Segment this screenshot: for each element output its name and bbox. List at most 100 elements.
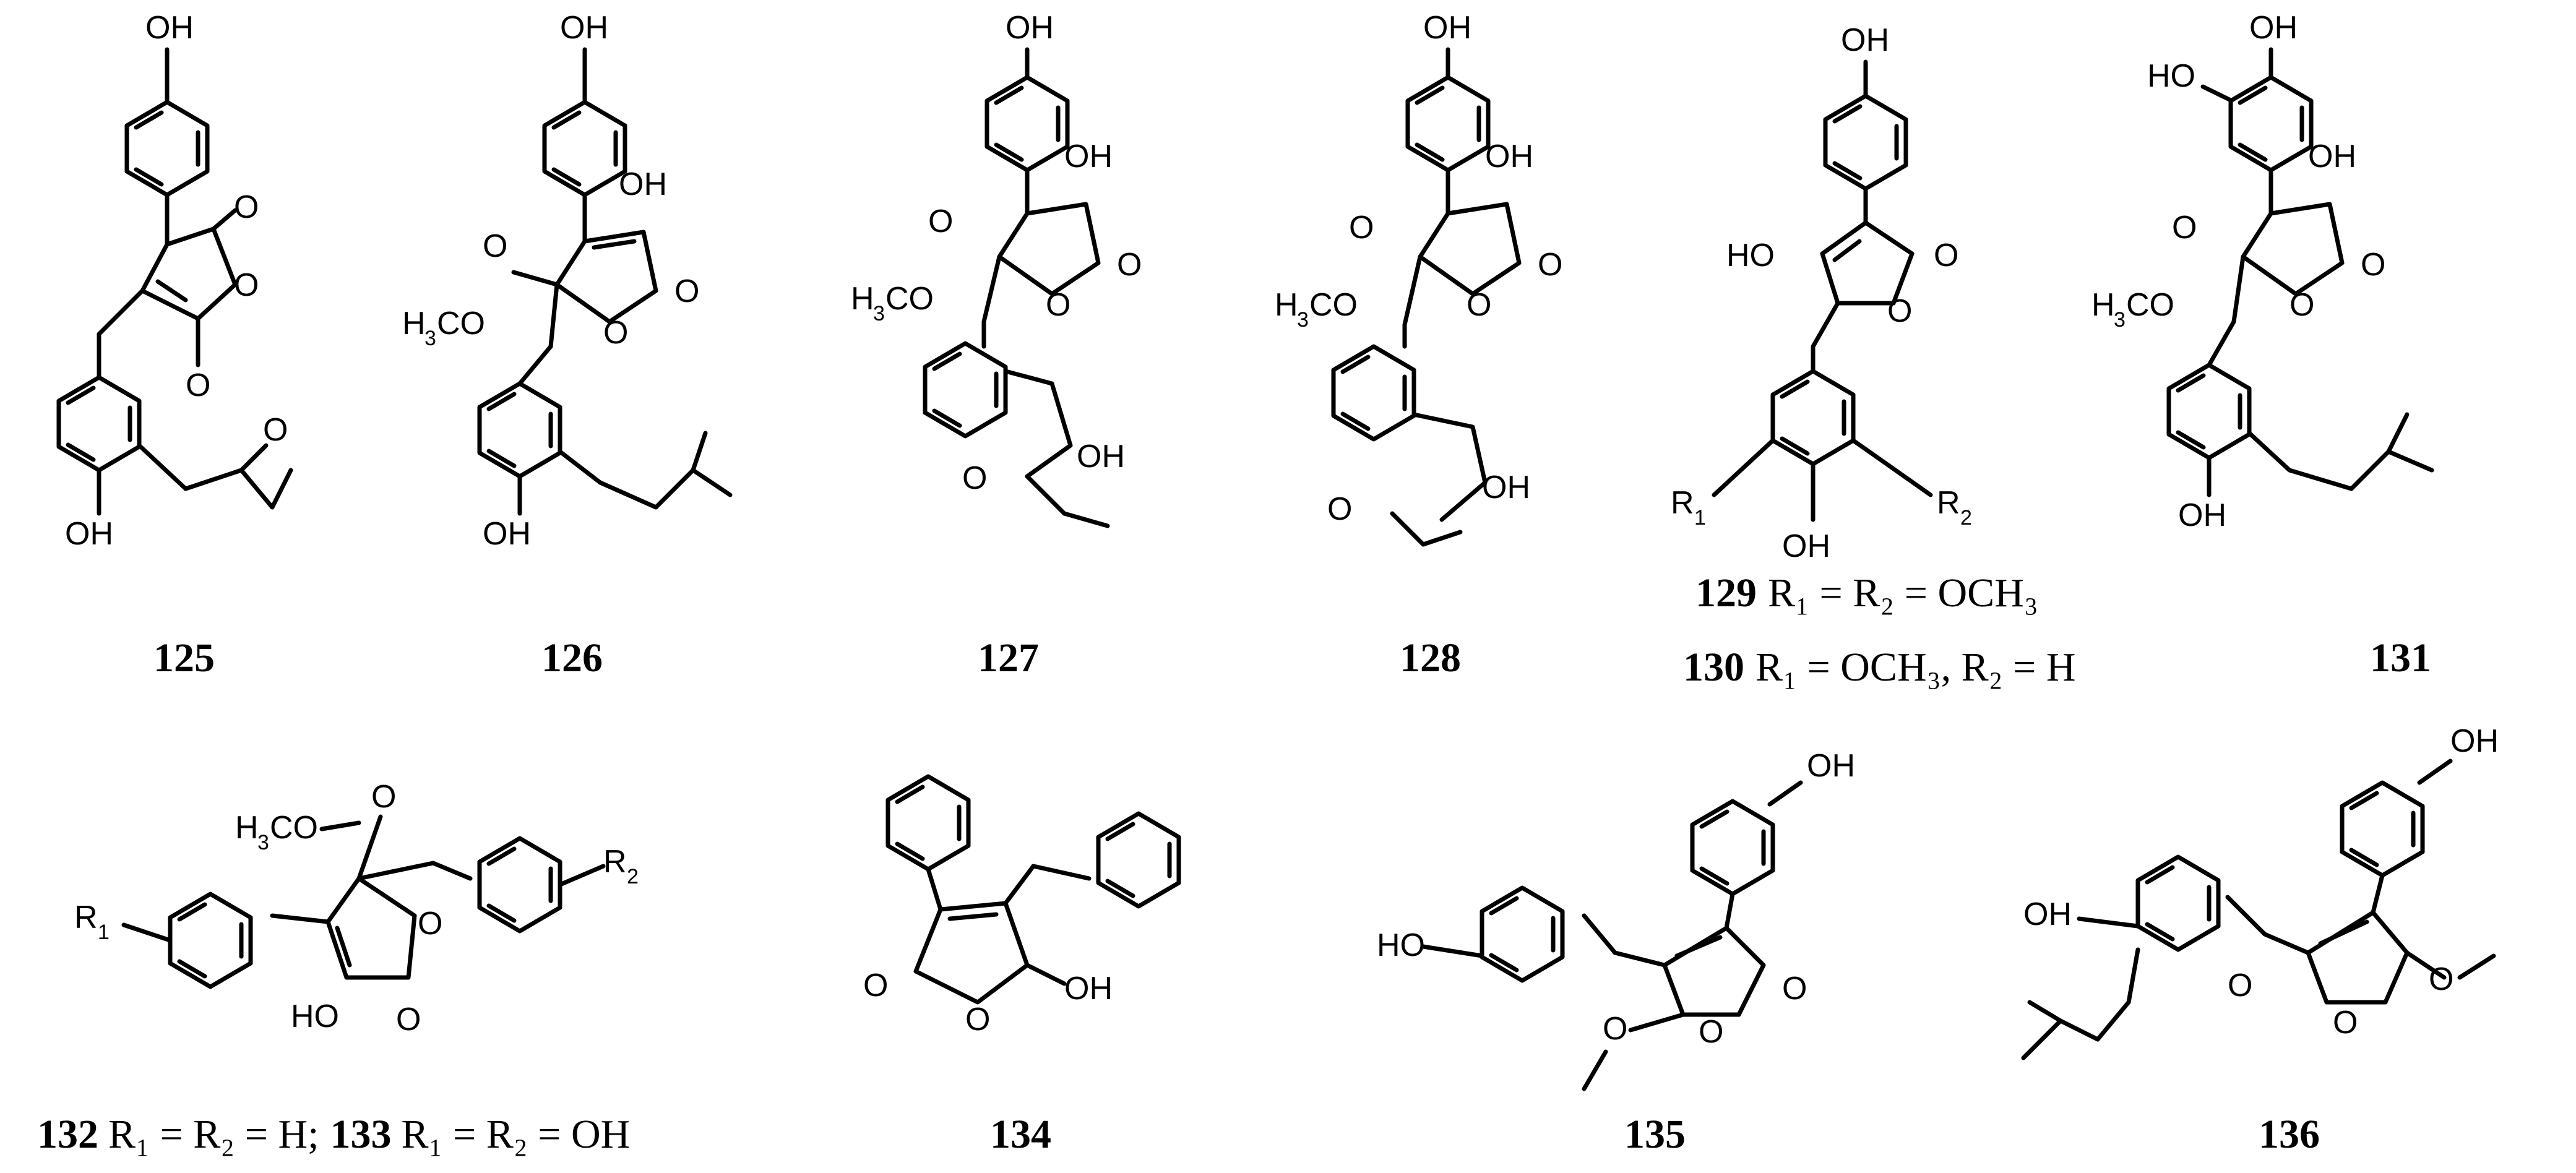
- atom-r2: R: [1937, 485, 1960, 521]
- atom-oh: OH: [483, 516, 531, 552]
- atom-o: O: [928, 204, 953, 239]
- caption-129: 129 R₁ = R₂ = OCH₃: [1695, 570, 2038, 616]
- compound-id: 130: [1683, 645, 1744, 690]
- atom-oh: OH: [2023, 896, 2072, 932]
- atom-oh: OH: [560, 10, 608, 46]
- atom-oh: OH: [1064, 971, 1113, 1007]
- atom-oh: OH: [1006, 10, 1054, 46]
- compound-id: 126: [541, 635, 603, 681]
- atom-o: O: [2172, 210, 2197, 246]
- h3co-h: H: [851, 281, 874, 317]
- atom-oh: OH: [1485, 139, 1533, 174]
- atom-o: O: [2290, 287, 2314, 323]
- atom-o: O: [396, 1002, 421, 1038]
- substituent-text: R₁ = R₂ = OH: [402, 1112, 631, 1157]
- h3co-3: 3: [257, 831, 269, 854]
- compound-126: OH OH O O O H 3 CO OH 126: [402, 10, 733, 681]
- substituent-text: R₁ = R₂ = OCH₃: [1768, 570, 2038, 616]
- atom-oh: OH: [2450, 723, 2499, 759]
- atom-r2: R: [603, 844, 627, 880]
- atom-oh: OH: [1482, 470, 1530, 505]
- atom-o: O: [1349, 210, 1374, 246]
- atom-o: O: [234, 189, 259, 225]
- compound-127: OH OH O O O H 3 CO O OH 127: [851, 10, 1142, 681]
- compound-id: 135: [1624, 1112, 1686, 1157]
- h3co-3: 3: [873, 302, 885, 325]
- r2-sub: 2: [1960, 506, 1972, 530]
- atom-oh: OH: [2249, 10, 2298, 46]
- r1-sub: 1: [1694, 506, 1706, 530]
- atom-oh: OH: [2308, 139, 2356, 174]
- h3co-co: CO: [885, 281, 934, 317]
- atom-r1: R: [74, 900, 98, 935]
- r1-sub: 1: [98, 921, 110, 944]
- atom-oh: OH: [1782, 528, 1830, 564]
- compound-id: 136: [2259, 1112, 2320, 1157]
- atom-o: O: [2361, 247, 2385, 283]
- compound-134: O O OH 134: [863, 776, 1179, 1157]
- atom-o: O: [234, 267, 259, 303]
- atom-o: O: [186, 367, 210, 403]
- atom-oh: OH: [1807, 748, 1855, 784]
- compound-id: 128: [1400, 635, 1461, 681]
- atom-o: O: [1782, 971, 1807, 1007]
- compound-id: 127: [978, 635, 1039, 681]
- compound-136: OH O O O OH 136: [2021, 723, 2499, 1157]
- compound-131: OH HO OH O O O H 3 CO OH 131: [2091, 10, 2434, 681]
- atom-ho: HO: [291, 999, 339, 1034]
- substituent-text: R₁ = OCH₃, R₂ = H: [1755, 645, 2076, 690]
- atom-o: O: [371, 779, 396, 815]
- atom-o: O: [1467, 287, 1491, 323]
- atom-o: O: [2228, 968, 2252, 1003]
- atom-o: O: [863, 968, 888, 1003]
- compound-id: 132: [37, 1112, 98, 1157]
- h3co-h: H: [402, 306, 426, 342]
- r2-sub: 2: [627, 865, 639, 888]
- compound-id: 131: [2370, 635, 2431, 681]
- h3co-co: CO: [270, 810, 318, 846]
- atom-o: O: [483, 228, 507, 264]
- atom-o: O: [1538, 247, 1562, 283]
- atom-oh: OH: [1423, 10, 1471, 46]
- atom-ho: HO: [1377, 927, 1425, 963]
- atom-o: O: [1887, 293, 1912, 329]
- h3co-co: CO: [1309, 287, 1358, 323]
- compound-129-130: OH HO O O R 1 R 2 OH 129 R₁ = R₂ = OCH₃ …: [1671, 22, 2076, 690]
- caption-132-133: 132 R₁ = R₂ = H; 133 R₁ = R₂ = OH: [37, 1112, 630, 1157]
- h3co-3: 3: [1297, 308, 1309, 332]
- atom-ho: HO: [2147, 58, 2195, 94]
- atom-o: O: [965, 1002, 990, 1038]
- compound-id: 125: [153, 635, 215, 681]
- atom-oh: OH: [2178, 497, 2226, 533]
- h3co-h: H: [235, 810, 259, 846]
- h3co-h: H: [2091, 287, 2115, 323]
- atom-o: O: [263, 412, 288, 448]
- atom-o: O: [1327, 491, 1352, 527]
- compound-id: 133: [330, 1112, 392, 1157]
- h3co-co: CO: [2126, 287, 2174, 323]
- atom-o: O: [2333, 1005, 2358, 1041]
- compound-128: OH OH O O O H 3 CO O OH 128: [1275, 10, 1562, 681]
- compound-id: 134: [990, 1112, 1051, 1157]
- h3co-h: H: [1275, 287, 1298, 323]
- atom-o: O: [418, 906, 442, 942]
- substituent-text: R₁ = R₂ = H;: [108, 1112, 319, 1157]
- atom-oh: OH: [1841, 22, 1889, 58]
- atom-o: O: [1046, 287, 1070, 323]
- caption-130: 130 R₁ = OCH₃, R₂ = H: [1683, 645, 2076, 690]
- compound-id: 129: [1695, 570, 1757, 616]
- h3co-co: CO: [437, 306, 485, 342]
- atom-o: O: [1699, 1014, 1723, 1050]
- atom-oh: OH: [1077, 439, 1125, 475]
- atom-oh: OH: [1064, 139, 1113, 174]
- atom-oh: OH: [65, 516, 113, 552]
- compound-132-133: H 3 CO O HO O O R 1 R 2 132 R₁ = R₂ = H;…: [37, 779, 639, 1157]
- atom-r1: R: [1671, 485, 1694, 521]
- atom-o: O: [603, 315, 628, 351]
- compound-135: OH O O HO O 135: [1377, 748, 1855, 1157]
- atom-ho: HO: [1726, 238, 1775, 273]
- atom-o: O: [2429, 961, 2453, 997]
- atom-o: O: [962, 460, 987, 496]
- atom-o: O: [1603, 1011, 1627, 1047]
